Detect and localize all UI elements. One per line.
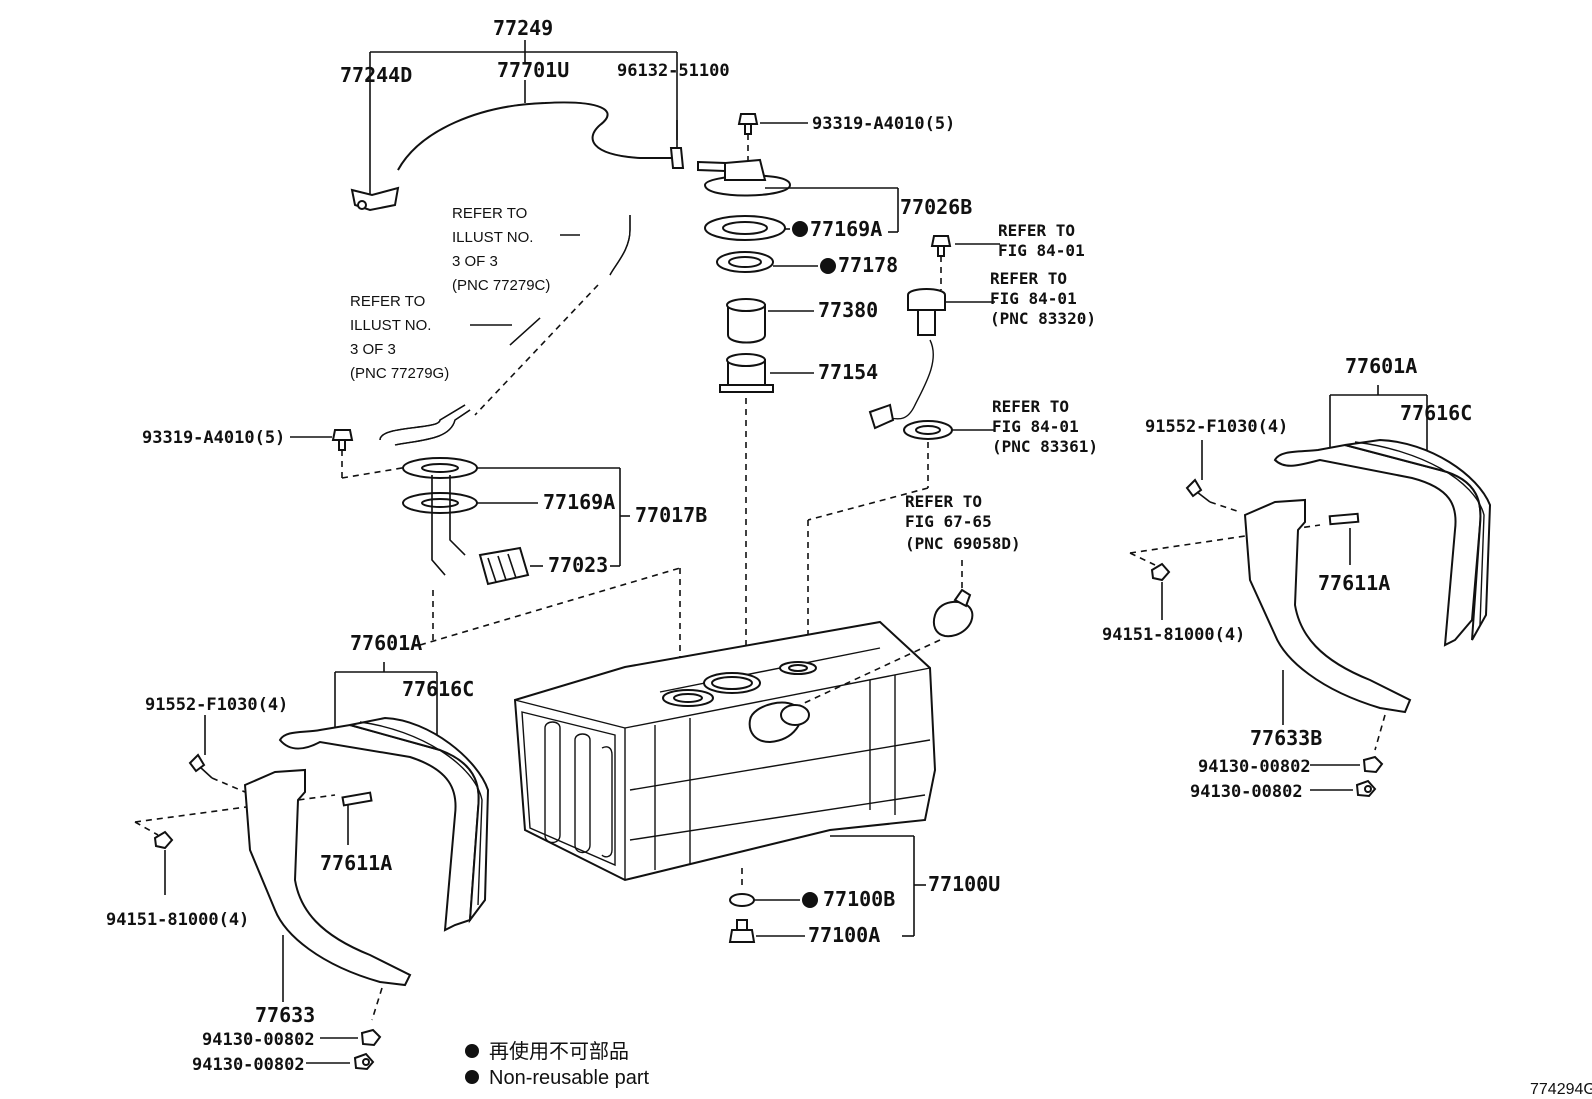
label-77169a-mid: 77169A	[543, 490, 615, 514]
diagram-code: 774294G	[1530, 1081, 1592, 1098]
tank-cushion-left	[349, 716, 490, 924]
label-94151-left: 94151-81000(4)	[106, 910, 249, 930]
label-93319-top: 93319-A4010(5)	[812, 114, 955, 134]
nut-94151-right	[1150, 562, 1171, 582]
tank-band-left	[278, 723, 480, 932]
ref-77279c-line1: REFER TO	[452, 205, 527, 222]
left-bracket-assembly	[134, 662, 490, 1071]
label-77023: 77023	[548, 553, 608, 577]
label-91552-right: 91552-F1030(4)	[1145, 417, 1288, 437]
legend-dot-en	[465, 1070, 479, 1084]
label-77249: 77249	[493, 16, 553, 40]
nut-94130-r1	[1362, 755, 1384, 774]
label-77154: 77154	[818, 360, 878, 384]
hose-clip	[669, 147, 685, 169]
label-94130-r1: 94130-00802	[1198, 757, 1311, 777]
label-93319-left: 93319-A4010(5)	[142, 428, 285, 448]
nut-94151-left	[153, 830, 174, 850]
filler-neck-part	[799, 560, 974, 706]
right-bracket-assembly	[1129, 385, 1492, 798]
label-77601a-right: 77601A	[1345, 354, 1417, 378]
label-77616c-left: 77616C	[402, 677, 474, 701]
ref-69058d-line1: REFER TO	[905, 492, 982, 511]
label-94130-l2: 94130-00802	[192, 1055, 305, 1075]
label-94151-right: 94151-81000(4)	[1102, 625, 1245, 645]
label-77100u: 77100U	[928, 872, 1000, 896]
label-77616c-right: 77616C	[1400, 401, 1472, 425]
legend-text-en: Non-reusable part	[489, 1067, 650, 1089]
ref-77279g-line4: (PNC 77279G)	[350, 365, 449, 382]
ref-83320-line3: (PNC 83320)	[990, 309, 1096, 328]
label-77178: 77178	[838, 253, 898, 277]
ref-83361-line2: FIG 84-01	[992, 417, 1079, 436]
ref-77279c-line3: 3 OF 3	[452, 253, 498, 270]
tank-cushion-right	[1344, 438, 1492, 641]
bracket-77633b	[1243, 498, 1412, 714]
fuel-filter	[478, 546, 530, 586]
label-77633: 77633	[255, 1003, 315, 1027]
fuel-sender-unit	[907, 288, 946, 311]
label-77100a: 77100A	[808, 923, 880, 947]
drain-gasket	[729, 893, 755, 907]
breather-hose-group	[350, 40, 685, 212]
bracket-77633	[243, 768, 412, 987]
ref-fig84-a-line1: REFER TO	[998, 221, 1075, 240]
drain-plug-group	[728, 868, 818, 943]
label-77244d: 77244D	[340, 63, 412, 87]
label-77169a-top: 77169A	[810, 217, 882, 241]
screw-93319-top	[737, 113, 759, 125]
label-77026b: 77026B	[900, 195, 972, 219]
ref-83361-line3: (PNC 83361)	[992, 437, 1098, 456]
nut-94130-l1	[360, 1028, 382, 1047]
tank-band-right	[1273, 443, 1482, 647]
ref-69058d-line2: FIG 67-65	[905, 512, 992, 531]
drain-plug	[728, 929, 756, 943]
ref-83320-line2: FIG 84-01	[990, 289, 1077, 308]
label-94130-r2: 94130-00802	[1190, 782, 1303, 802]
center-components	[697, 113, 899, 660]
suction-pipe-group	[290, 215, 681, 690]
label-77601a-left: 77601A	[350, 631, 422, 655]
part-77380	[727, 304, 766, 344]
label-77611a-right: 77611A	[1318, 571, 1390, 595]
sender-gauge-group	[807, 235, 1000, 660]
label-77701u: 77701U	[497, 58, 569, 82]
label-77017b: 77017B	[635, 503, 707, 527]
ref-77279g-line3: 3 OF 3	[350, 341, 396, 358]
reference-notes: REFER TO ILLUST NO. 3 OF 3 (PNC 77279C) …	[350, 205, 1098, 553]
legend-dot-jp	[465, 1044, 479, 1058]
label-77633b: 77633B	[1250, 726, 1322, 750]
ref-77279c-line4: (PNC 77279C)	[452, 277, 550, 294]
label-77100b: 77100B	[823, 887, 895, 911]
part-labels: 77249 77244D 77701U 96132-51100 93319-A4…	[106, 16, 1472, 1075]
label-91552-left: 91552-F1030(4)	[145, 695, 288, 715]
ref-77279g-line1: REFER TO	[350, 293, 425, 310]
label-77380: 77380	[818, 298, 878, 322]
legend: 再使用不可部品 Non-reusable part	[465, 1040, 650, 1089]
ref-77279g-line2: ILLUST NO.	[350, 317, 431, 334]
label-94130-l1: 94130-00802	[202, 1030, 315, 1050]
screw-93319-left	[331, 429, 354, 441]
ref-83320-line1: REFER TO	[990, 269, 1067, 288]
ref-69058d-line3: (PNC 69058D)	[905, 534, 1021, 553]
ref-fig84-a-line2: FIG 84-01	[998, 241, 1085, 260]
label-77611a-left: 77611A	[320, 851, 392, 875]
fuel-tank	[513, 620, 937, 937]
ref-77279c-line2: ILLUST NO.	[452, 229, 533, 246]
label-96132-51100: 96132-51100	[617, 61, 730, 81]
legend-text-jp: 再使用不可部品	[489, 1040, 629, 1063]
ref-83361-line1: REFER TO	[992, 397, 1069, 416]
